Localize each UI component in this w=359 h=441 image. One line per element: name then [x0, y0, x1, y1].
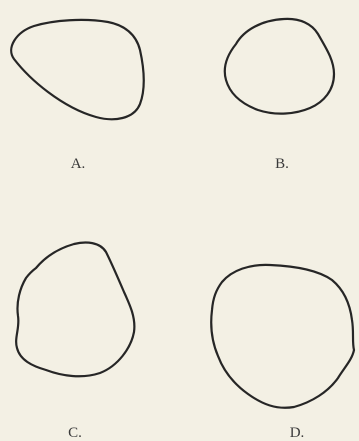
panel-d: D. — [211, 265, 354, 441]
outline-shape-b — [225, 19, 334, 114]
outline-shape-d — [211, 265, 354, 408]
panel-c: C. — [16, 243, 134, 441]
outline-shape-c — [16, 243, 134, 377]
panel-a: A. — [11, 20, 144, 172]
outline-shape-a — [11, 20, 144, 119]
panel-label-c: C. — [68, 425, 82, 441]
panel-label-a: A. — [71, 156, 86, 172]
panel-label-b: B. — [275, 156, 289, 172]
panel-label-d: D. — [290, 425, 305, 441]
panel-b: B. — [225, 19, 334, 172]
